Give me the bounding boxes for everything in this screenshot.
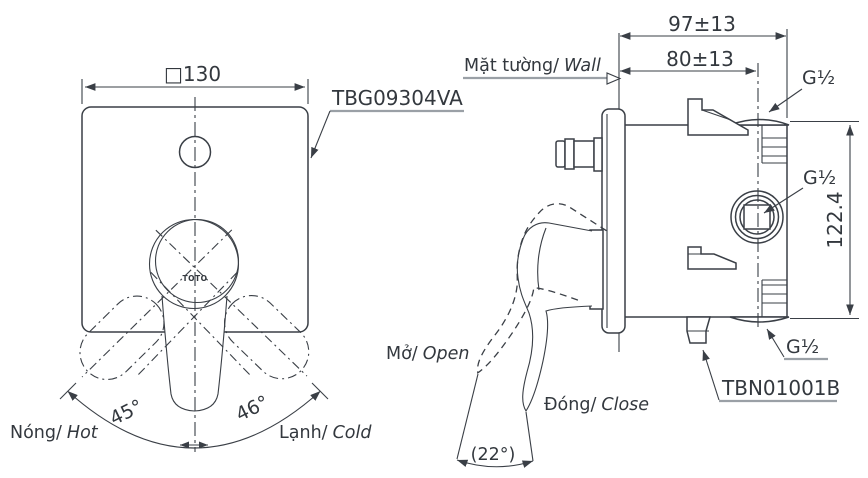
leader-line xyxy=(763,187,804,214)
bottom-thread-label: G½ xyxy=(786,336,819,358)
angle-arc xyxy=(67,390,321,449)
diverter-knob-body xyxy=(573,140,595,168)
handle-sculpt-line xyxy=(537,227,547,291)
mounting-foot xyxy=(686,316,711,344)
cold-label-en: Cold xyxy=(333,423,373,443)
leader-line xyxy=(310,110,331,159)
handle-grip xyxy=(161,295,228,412)
open-label-en: Open xyxy=(423,344,470,364)
side-port-opening xyxy=(743,204,771,230)
side-thread-label: G½ xyxy=(803,167,836,189)
front-width-dimension: □130 xyxy=(164,62,221,86)
cold-angle-dimension: 46° xyxy=(232,391,272,426)
cold-label: Lạnh/Cold xyxy=(279,423,372,443)
open-label: Mở/Open xyxy=(386,344,469,364)
diverter-knob-cap xyxy=(555,140,566,168)
wall-label-vi: Mặt tường/ xyxy=(464,56,559,76)
leader-line xyxy=(768,88,803,113)
ghost-centerline xyxy=(135,272,238,378)
arc-tick xyxy=(59,382,77,400)
front-model-label: TBG09304VA xyxy=(331,86,463,110)
tick-arrow xyxy=(180,441,189,449)
handle-dome-inner xyxy=(154,218,240,304)
total-depth-dimension: 97±13 xyxy=(668,12,736,36)
diverter-knob-base xyxy=(593,137,603,172)
ghost-centerline xyxy=(150,272,253,378)
mounting-bracket-top xyxy=(687,98,749,136)
front-view-drawing: □130 TOTO 45° 46° Nóng/Hot Lạnh/Cold T xyxy=(10,62,464,452)
roughin-depth-dimension: 80±13 xyxy=(666,47,734,71)
height-dimension: 122.4 xyxy=(823,191,847,248)
handle-open-outline xyxy=(476,203,607,374)
handle-side-closed xyxy=(516,222,593,413)
close-label: Đóng/Close xyxy=(544,395,649,415)
handle-ghost-hot xyxy=(79,295,165,381)
ghost-centerline xyxy=(81,229,233,378)
side-view-drawing: (22°) Mở/Open Đóng/Close Mặt tường/Wall … xyxy=(386,12,859,468)
extension-line xyxy=(456,373,479,460)
bracket-line xyxy=(701,109,732,121)
handle-side-open xyxy=(476,203,607,374)
hot-label-en: Hot xyxy=(67,423,99,443)
side-plate xyxy=(601,108,626,334)
wall-label: Mặt tường/Wall xyxy=(464,56,601,76)
close-label-vi: Đóng/ xyxy=(544,395,596,415)
tick-arrow xyxy=(199,441,208,449)
top-thread-label: G½ xyxy=(802,67,835,89)
diverter-knob-ring xyxy=(564,138,575,170)
arc-tick xyxy=(311,382,329,400)
side-model-label: TBN01001B xyxy=(721,376,840,400)
handle-side-fill xyxy=(517,222,592,411)
extension-line xyxy=(525,411,534,462)
wall-label-en: Wall xyxy=(564,56,601,76)
ghost-centerline xyxy=(155,229,308,377)
hot-label-vi: Nóng/ xyxy=(10,423,62,443)
open-label-vi: Mở/ xyxy=(386,344,418,364)
close-label-en: Close xyxy=(601,395,649,415)
leader-line xyxy=(766,328,785,358)
leader-line xyxy=(702,349,720,401)
bottom-port-flange xyxy=(729,316,790,323)
open-angle-arc xyxy=(456,459,534,468)
hot-label: Nóng/Hot xyxy=(10,423,99,443)
handle-ghost-cold xyxy=(223,295,310,380)
open-angle-dimension: (22°) xyxy=(471,445,516,465)
wall-arrow xyxy=(606,72,622,85)
cold-label-vi: Lạnh/ xyxy=(279,423,328,443)
